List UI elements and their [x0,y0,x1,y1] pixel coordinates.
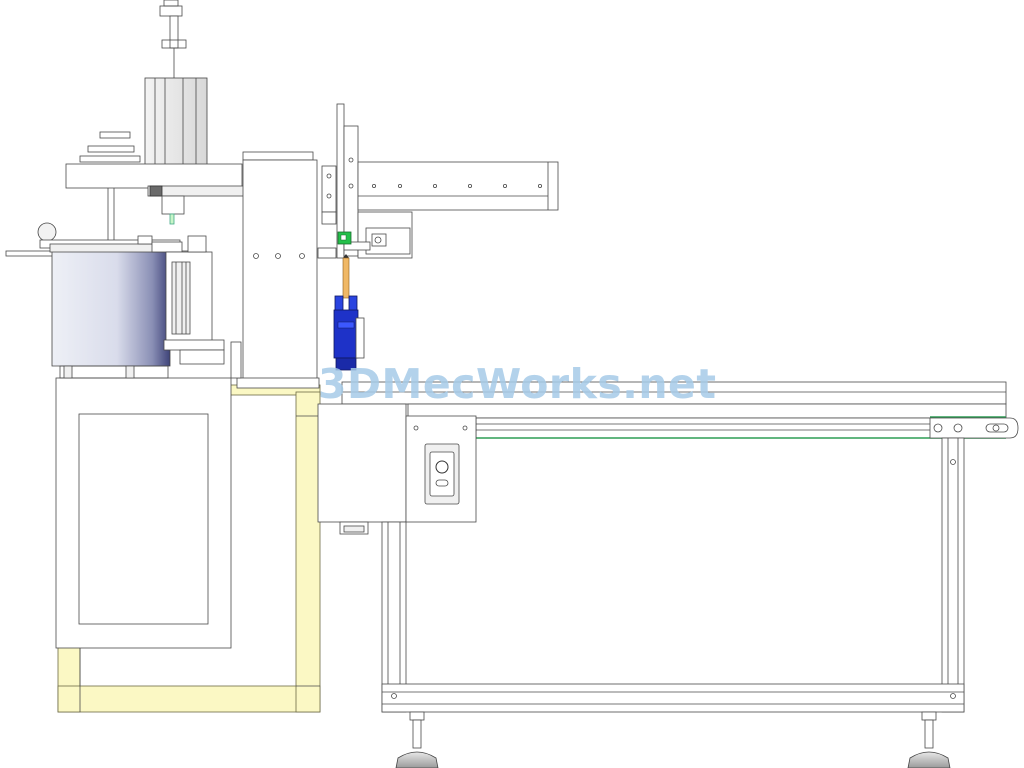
top-lift-assembly [65,0,245,240]
central-housing [230,151,320,389]
leveling-foot-icon-right [907,711,951,768]
conveyor-stand [381,437,965,713]
conveyor-bed [341,381,1007,439]
pencil-workpiece-icon [342,254,350,299]
leveling-foot-icon [395,711,439,768]
conveyor-motor-box [317,403,407,535]
bowl-knob-icon [37,222,57,242]
z-axis-column [317,103,359,259]
left-cabinet-panel [55,377,232,649]
feeder-bracket [137,235,225,365]
vibratory-bowl-feeder [5,222,207,379]
sensor-block [337,231,352,245]
side-cylinder [343,211,413,259]
control-switch-box [405,415,477,523]
blue-gripper [333,295,365,371]
horizontal-arm [357,161,559,211]
control-switch-icon [435,460,449,474]
conveyor-end-roller [929,417,1019,439]
